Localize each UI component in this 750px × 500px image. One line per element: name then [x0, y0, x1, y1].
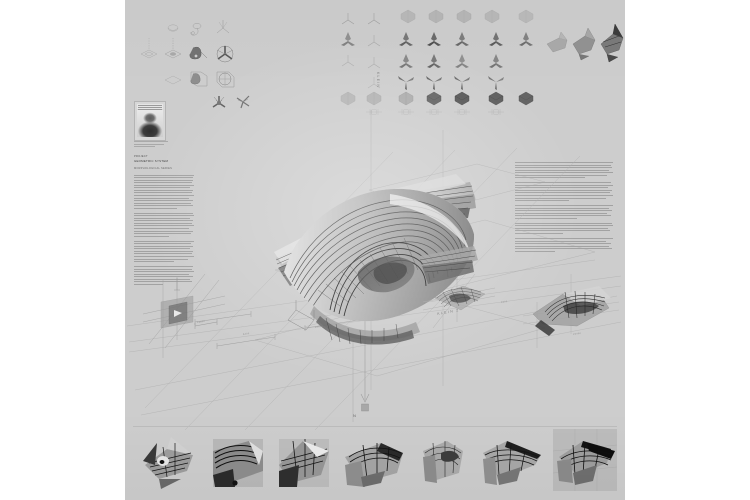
render-thumbnail-2[interactable] — [209, 431, 267, 493]
render-thumbnail-3[interactable] — [277, 431, 331, 493]
evolution-step-2 — [572, 27, 596, 61]
left-column-subheading-2: MORPHOLOGICAL SERIES — [134, 166, 173, 170]
architectural-poster: PROJECT GEOMETRIC SYSTEM MORPHOLOGICAL S… — [125, 0, 625, 500]
primitive-morphology-matrix — [140, 20, 250, 109]
form-body — [284, 188, 475, 322]
tripod-swept-icon — [236, 95, 250, 109]
hook-cube-icon — [190, 71, 208, 87]
tripod-fan-icon — [212, 96, 226, 108]
left-paragraph-1 — [134, 174, 194, 209]
render-thumbnail-6[interactable] — [479, 431, 545, 493]
diamond-flat-icon — [140, 38, 158, 59]
left-paragraph-3 — [134, 240, 194, 263]
left-column-subheading: GEOMETRIC SYSTEM — [134, 159, 169, 164]
render-thumbnail-4[interactable] — [341, 431, 407, 493]
strip-divider — [133, 426, 617, 427]
diamond-node-icon — [164, 38, 182, 59]
right-text-column — [515, 162, 613, 253]
north-arrow-label: N — [353, 413, 357, 418]
circle-icon — [167, 24, 179, 32]
render-thumbnail-1[interactable] — [141, 431, 199, 493]
diamond-plain-icon — [164, 75, 182, 85]
primary-parametric-form — [274, 174, 478, 345]
sphere-cube-icon — [216, 71, 235, 88]
photograph-caption — [134, 141, 168, 149]
left-column-heading: PROJECT — [134, 155, 148, 158]
left-paragraph-2 — [134, 212, 194, 237]
right-paragraph-5 — [515, 238, 613, 252]
evolution-step-1 — [546, 31, 568, 53]
right-paragraph-2 — [515, 182, 613, 202]
right-paragraph-4 — [515, 222, 613, 235]
form-evolution-series — [546, 23, 624, 63]
axis-label-klein-vertical: KLEIN — [376, 72, 380, 89]
left-text-column: PROJECT GEOMETRIC SYSTEM MORPHOLOGICAL S… — [134, 155, 194, 286]
detail-view-right-form — [522, 274, 620, 336]
render-thumbnail-5[interactable] — [417, 431, 469, 493]
evolution-step-3 — [600, 23, 624, 63]
detail-view-axis-diagram — [142, 273, 226, 349]
form-lower-skirt — [310, 306, 420, 345]
right-paragraph-3 — [515, 205, 613, 219]
photo-image — [137, 110, 163, 137]
detail-view-mid-form — [422, 273, 496, 329]
render-thumbnail-strip — [125, 426, 625, 500]
tripod-icon — [216, 20, 230, 34]
hook-icon — [190, 23, 202, 36]
tripod-sphere-icon — [216, 45, 234, 63]
render-thumbnail-7-image — [552, 429, 618, 491]
hook-solid-icon — [189, 46, 208, 60]
reference-photograph — [134, 101, 166, 141]
form-right-tail — [419, 246, 478, 284]
photo-header-band — [137, 104, 163, 110]
form-base-anchor — [287, 300, 315, 331]
render-thumbnail-7-framed[interactable] — [552, 429, 618, 491]
